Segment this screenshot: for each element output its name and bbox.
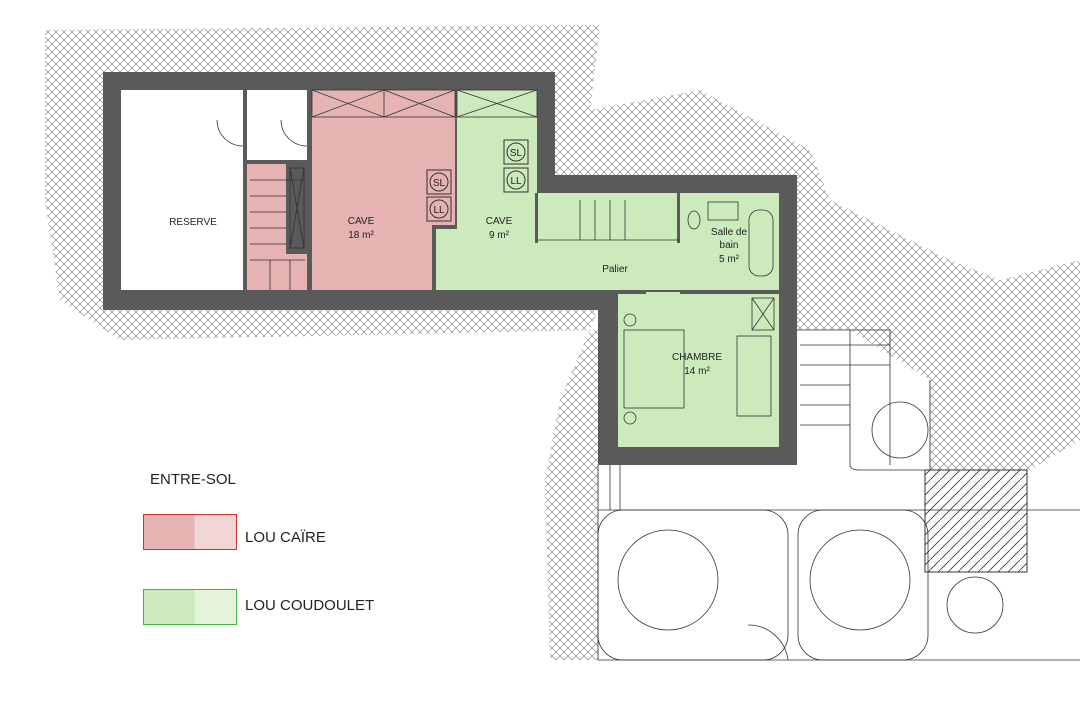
sdb-area: 5 m² bbox=[719, 254, 740, 265]
palier-label: Palier bbox=[602, 264, 628, 275]
terrace-hatched bbox=[924, 469, 1028, 573]
appliance-sl-2: SL bbox=[503, 139, 529, 165]
chambre-area: 14 m² bbox=[684, 366, 710, 377]
legend-swatch-lou-caire bbox=[143, 514, 237, 550]
cave-18-label: CAVE bbox=[348, 216, 375, 227]
chambre-label: CHAMBRE bbox=[672, 352, 722, 363]
legend-label-lou-caire: LOU CAÏRE bbox=[245, 529, 326, 546]
legend-swatch-lou-coudoulet bbox=[143, 589, 237, 625]
ll-label: LL bbox=[433, 205, 445, 216]
reserve-label: RESERVE bbox=[169, 217, 217, 228]
sl-label: SL bbox=[433, 178, 446, 189]
sl-label: SL bbox=[510, 148, 523, 159]
appliance-sl-1: SL bbox=[426, 169, 452, 195]
room-cave-lou-coudoulet bbox=[457, 90, 537, 290]
legend-label-lou-coudoulet: LOU COUDOULET bbox=[245, 597, 375, 614]
sdb-label-2: bain bbox=[720, 240, 739, 251]
room-cave-lou-caire bbox=[312, 90, 455, 290]
cave-9-label: CAVE bbox=[486, 216, 513, 227]
cave-18-area: 18 m² bbox=[348, 230, 374, 241]
room-palier bbox=[537, 193, 779, 290]
room-reserve bbox=[121, 90, 243, 290]
level-title: ENTRE-SOL bbox=[150, 471, 236, 488]
ll-label: LL bbox=[510, 176, 522, 187]
appliance-ll-1: LL bbox=[426, 196, 452, 222]
room-closet bbox=[247, 90, 309, 162]
sdb-label-1: Salle de bbox=[711, 227, 748, 238]
appliance-ll-2: LL bbox=[503, 167, 529, 193]
cave-9-area: 9 m² bbox=[489, 230, 510, 241]
